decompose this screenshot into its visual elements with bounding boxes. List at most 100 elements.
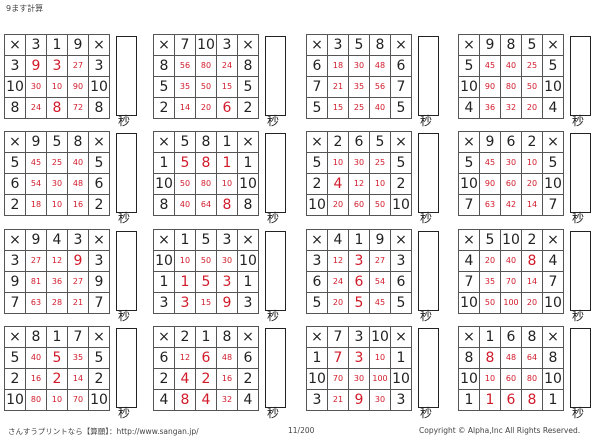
- operator-cell: ×: [390, 34, 412, 56]
- answer-cell: 3: [46, 55, 68, 77]
- answer-cell: 54: [369, 271, 391, 293]
- time-entry-box[interactable]: [418, 133, 439, 213]
- time-entry-box[interactable]: [116, 133, 137, 213]
- left-number-cell: 6: [153, 347, 175, 369]
- answer-cell: 30: [500, 152, 522, 174]
- answer-cell: 56: [369, 76, 391, 98]
- seconds-label: 秒: [118, 211, 131, 225]
- answer-cell: 30: [369, 389, 391, 411]
- answer-cell: 6: [348, 271, 370, 293]
- left-number-cell: 2: [153, 368, 175, 390]
- answer-cell: 9: [67, 250, 89, 272]
- top-number-cell: 9: [25, 229, 47, 251]
- time-entry-box[interactable]: [418, 328, 439, 408]
- left-number-cell: 5: [4, 347, 26, 369]
- footer-site-link[interactable]: さんすうプリントなら【算願】：http://www.sangan.jp/: [8, 427, 199, 436]
- answer-cell: 30: [25, 76, 47, 98]
- seconds-label: 秒: [118, 309, 131, 323]
- answer-cell: 40: [500, 250, 522, 272]
- answer-cell: 80: [521, 368, 543, 390]
- top-number-cell: 7: [174, 34, 196, 56]
- right-number-cell: 10: [88, 76, 110, 98]
- top-number-cell: 6: [348, 131, 370, 153]
- answer-cell: 48: [216, 347, 238, 369]
- answer-cell: 9: [25, 55, 47, 77]
- right-number-cell: 7: [542, 194, 564, 216]
- time-entry-box[interactable]: [116, 231, 137, 311]
- answer-cell: 20: [521, 97, 543, 119]
- answer-cell: 25: [348, 97, 370, 119]
- time-entry-box[interactable]: [265, 133, 286, 213]
- answer-cell: 5: [174, 152, 196, 174]
- left-number-cell: 6: [306, 55, 328, 77]
- right-number-cell: 1: [237, 271, 259, 293]
- right-number-cell: 10: [390, 368, 412, 390]
- answer-cell: 9: [348, 389, 370, 411]
- top-number-cell: 7: [67, 326, 89, 348]
- answer-cell: 63: [479, 194, 501, 216]
- answer-cell: 40: [174, 194, 196, 216]
- answer-cell: 28: [46, 292, 68, 314]
- top-number-cell: 5: [195, 229, 217, 251]
- answer-cell: 10: [479, 368, 501, 390]
- time-entry-box[interactable]: [116, 328, 137, 408]
- answer-cell: 5: [348, 292, 370, 314]
- answer-cell: 16: [216, 368, 238, 390]
- answer-cell: 24: [216, 55, 238, 77]
- time-entry-box[interactable]: [570, 133, 591, 213]
- time-entry-box[interactable]: [418, 231, 439, 311]
- time-entry-box[interactable]: [418, 36, 439, 116]
- top-number-cell: 9: [67, 34, 89, 56]
- top-number-cell: 8: [216, 326, 238, 348]
- answer-cell: 32: [500, 97, 522, 119]
- time-entry-box[interactable]: [570, 328, 591, 408]
- answer-cell: 35: [479, 271, 501, 293]
- time-entry-box[interactable]: [570, 36, 591, 116]
- answer-cell: 8: [195, 152, 217, 174]
- answer-cell: 10: [174, 250, 196, 272]
- time-entry-box[interactable]: [265, 231, 286, 311]
- answer-cell: 24: [25, 97, 47, 119]
- top-number-cell: 1: [174, 229, 196, 251]
- right-number-cell: 3: [390, 250, 412, 272]
- time-entry-box[interactable]: [570, 231, 591, 311]
- top-number-cell: 8: [521, 326, 543, 348]
- left-number-cell: 1: [153, 152, 175, 174]
- operator-cell: ×: [458, 229, 480, 251]
- operator-cell: ×: [4, 131, 26, 153]
- time-entry-box[interactable]: [116, 36, 137, 116]
- time-entry-box[interactable]: [265, 36, 286, 116]
- answer-cell: 6: [500, 389, 522, 411]
- operator-cell: ×: [390, 326, 412, 348]
- right-number-cell: 8: [237, 55, 259, 77]
- answer-cell: 45: [369, 292, 391, 314]
- top-number-cell: 1: [195, 326, 217, 348]
- answer-cell: 10: [216, 173, 238, 195]
- operator-cell: ×: [4, 326, 26, 348]
- answer-cell: 3: [348, 347, 370, 369]
- time-entry-box[interactable]: [265, 328, 286, 408]
